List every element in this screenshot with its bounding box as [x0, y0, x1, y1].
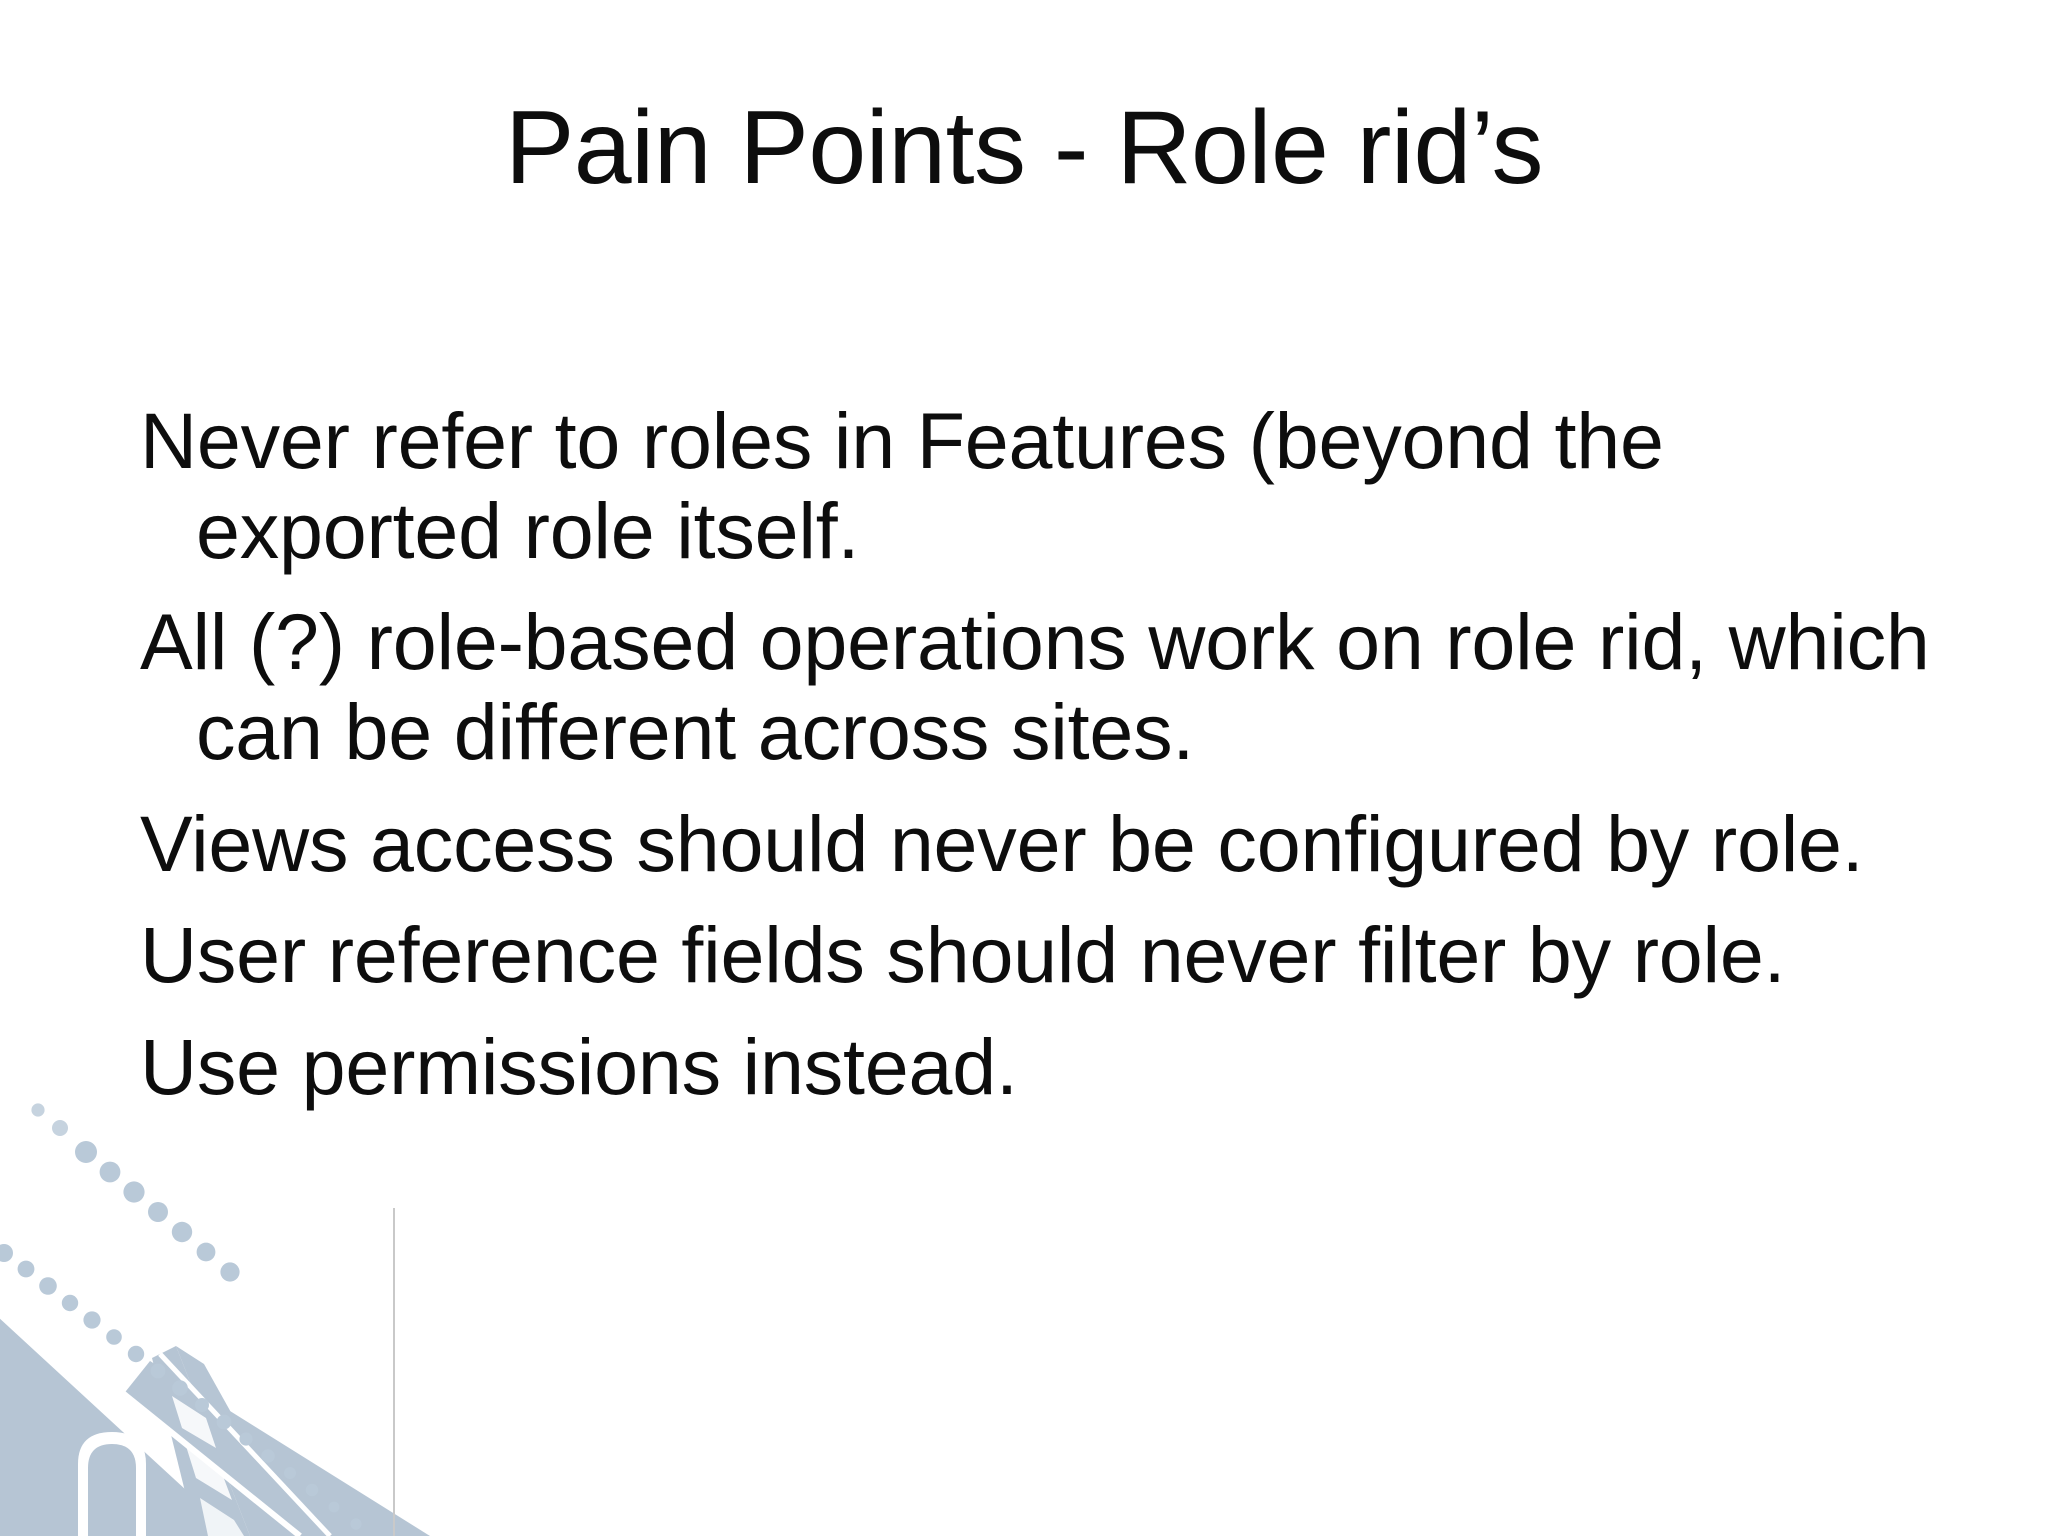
- slide-title: Pain Points - Role rid’s: [504, 90, 1544, 206]
- bridge-tower-watermark-icon: [0, 1096, 430, 1536]
- bullet-item-2: All (?) role-based operations work on ro…: [140, 597, 1930, 776]
- bullet-item-3: Views access should never be configured …: [140, 798, 1864, 888]
- vertical-divider-rule: [393, 1208, 395, 1536]
- bullet-item-4: User reference fields should never filte…: [140, 910, 1786, 1000]
- slide-body-list: Never refer to roles in Features (beyond…: [140, 396, 1930, 1112]
- bullet-item-5: Use permissions instead.: [140, 1021, 1018, 1111]
- bullet-item-1: Never refer to roles in Features (beyond…: [140, 396, 1664, 575]
